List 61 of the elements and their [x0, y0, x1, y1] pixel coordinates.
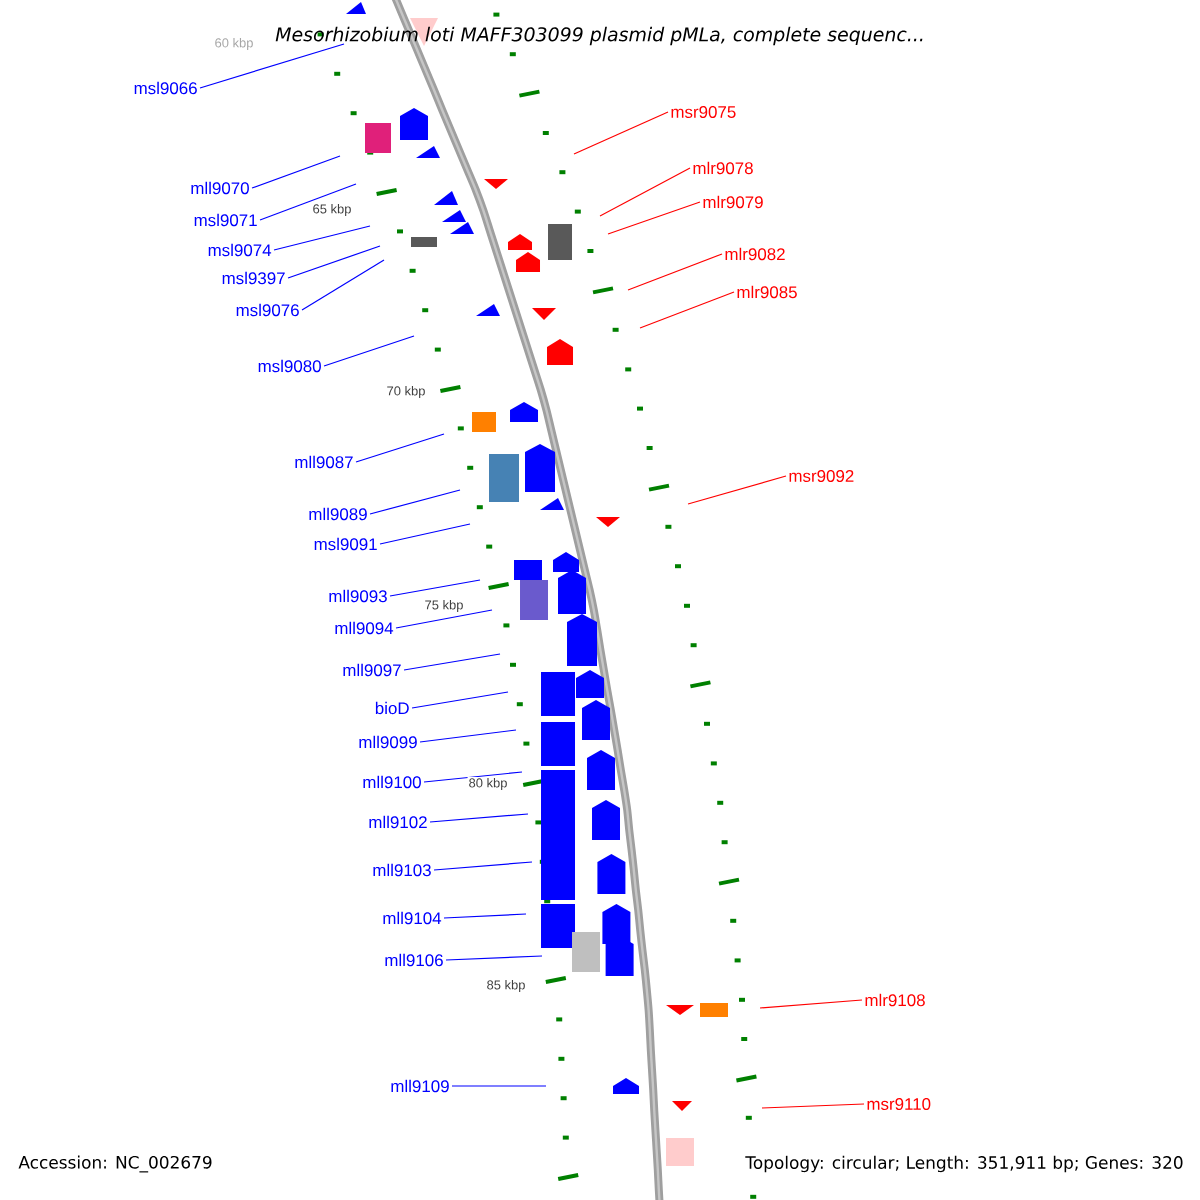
- leader-line: [287, 245, 381, 279]
- gene-label: msl9076: [236, 303, 299, 317]
- gene-label: msr9092: [789, 470, 854, 482]
- gene-label: mlr9078: [693, 161, 753, 175]
- leader-line: [433, 861, 533, 871]
- leader-line: [411, 691, 509, 709]
- gene-label: msr9075: [671, 106, 736, 118]
- gene-label: mll9106: [385, 953, 443, 967]
- leader-line: [429, 813, 529, 823]
- gene-label: mlr9082: [725, 247, 785, 261]
- gene-label: mll9102: [369, 815, 427, 829]
- leader-line: [443, 913, 527, 919]
- leader-line: [451, 1085, 547, 1087]
- leader-line: [759, 999, 863, 1009]
- leader-line: [573, 111, 669, 155]
- leader-line: [761, 1103, 865, 1109]
- leader-line: [199, 43, 345, 89]
- gene-label: msl9074: [208, 243, 272, 257]
- leader-line: [301, 259, 385, 311]
- leader-line: [395, 609, 493, 629]
- gene-label: mll9070: [191, 181, 249, 195]
- leader-line: [607, 201, 701, 235]
- gene-label: bioD: [375, 701, 409, 715]
- leader-line: [251, 155, 341, 189]
- leader-line: [379, 523, 471, 545]
- gene-label: mll9099: [359, 735, 417, 749]
- gene-label: msl9071: [194, 213, 257, 227]
- gene-label: msl9080: [258, 359, 321, 373]
- leader-line: [423, 771, 523, 783]
- gene-label: mll9103: [373, 863, 431, 877]
- leader-line: [599, 167, 691, 217]
- gene-label: mll9089: [309, 507, 367, 521]
- info-text: Accession: NC_002679: [16, 1153, 215, 1175]
- gene-label: msl9091: [314, 537, 377, 551]
- gene-label: mll9100: [363, 775, 421, 789]
- gene-label: mll9109: [391, 1079, 449, 1093]
- leader-line: [419, 729, 517, 743]
- leader-line: [355, 433, 445, 463]
- gene-label: msl9397: [222, 271, 285, 285]
- leader-line: [403, 653, 501, 671]
- gene-label: mlr9108: [865, 993, 925, 1007]
- gene-label: mll9094: [335, 621, 394, 635]
- leader-line: [687, 475, 787, 505]
- gene-label: mlr9079: [703, 195, 763, 209]
- gene-label: msl9066: [134, 81, 197, 95]
- leader-line: [273, 225, 371, 251]
- gene-label: mll9097: [343, 663, 401, 677]
- info-text: Topology: circular; Length: 351,911 bp; Genes: 320: [743, 1153, 1186, 1175]
- gene-label: msr9110: [867, 1098, 931, 1110]
- gene-label: mlr9085: [737, 285, 797, 299]
- leader-line: [323, 335, 415, 367]
- leader-line: [627, 253, 723, 291]
- leader-line: [639, 291, 735, 329]
- gene-label: mll9104: [383, 911, 442, 925]
- leader-line: [259, 183, 357, 221]
- title: Mesorhizobium loti MAFF303099 plasmid pMLa, complete sequenc...: [275, 26, 923, 46]
- leader-line: [389, 579, 481, 597]
- leader-line: [445, 955, 543, 961]
- gene-label: mll9093: [329, 589, 387, 603]
- leader-line: [369, 489, 461, 515]
- gene-label: mll9087: [295, 455, 353, 469]
